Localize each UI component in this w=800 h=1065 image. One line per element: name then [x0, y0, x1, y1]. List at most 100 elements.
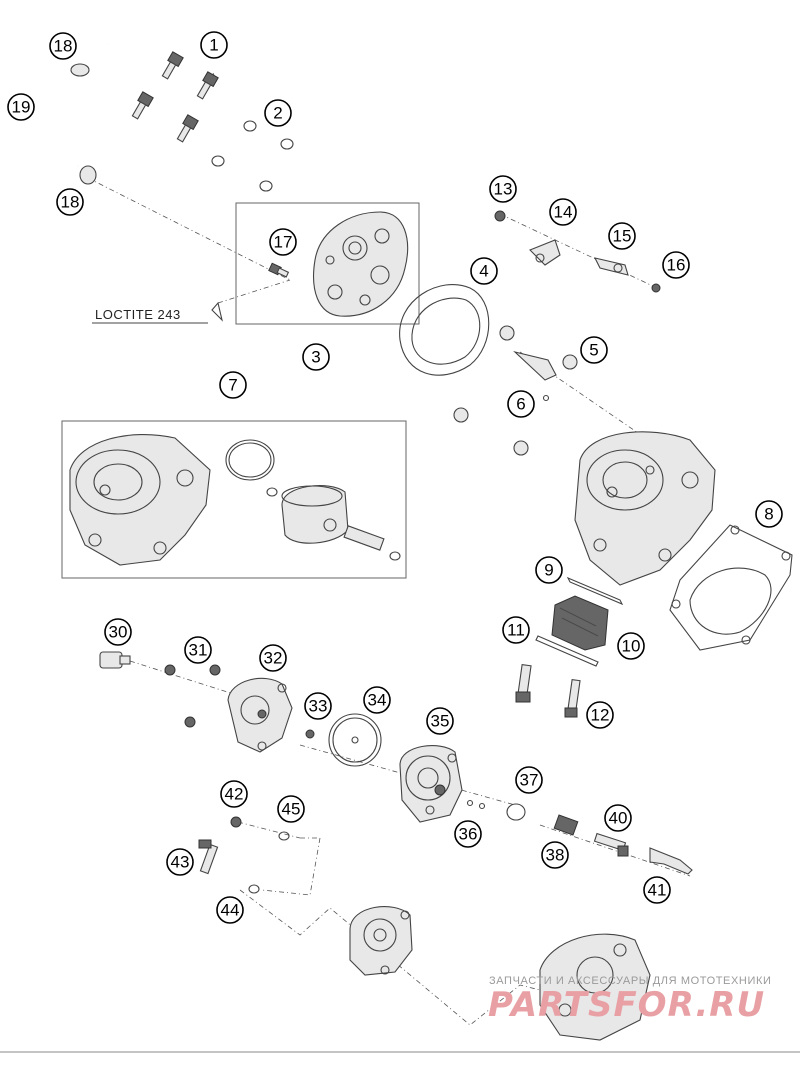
nut-31b — [209, 664, 221, 676]
watermark-logo: PARTSFOR.RU — [488, 985, 765, 1025]
callout-43: 43 — [166, 848, 194, 876]
piston-7 — [281, 485, 349, 544]
reed-gasket-11 — [535, 635, 599, 667]
engine-case-lower — [539, 933, 651, 1041]
base-gasket-8 — [669, 524, 793, 651]
callout-5: 5 — [580, 336, 608, 364]
loctite-drop-icon — [211, 301, 223, 322]
pin-36a — [466, 799, 474, 807]
cylinder-kit-group-box — [61, 420, 407, 579]
callout-9: 9 — [535, 556, 563, 584]
spring-38 — [553, 814, 579, 836]
callout-13: 13 — [489, 175, 517, 203]
svg-text:43: 43 — [171, 853, 190, 872]
nuts-5 — [453, 325, 578, 456]
callout-2: 2 — [264, 99, 292, 127]
svg-text:10: 10 — [622, 637, 641, 656]
head-gasket-4 — [399, 284, 490, 376]
nut-31c — [184, 716, 196, 728]
callout-1: 1 — [200, 31, 228, 59]
callout-41: 41 — [643, 876, 671, 904]
svg-text:34: 34 — [368, 691, 387, 710]
svg-text:35: 35 — [431, 712, 450, 731]
o-ring-37 — [506, 803, 526, 821]
bolts-1 — [131, 51, 219, 143]
screw-42 — [230, 816, 242, 828]
svg-text:6: 6 — [516, 395, 525, 414]
svg-text:45: 45 — [282, 800, 301, 819]
piston-pin-7 — [343, 525, 385, 551]
callout-36: 36 — [454, 820, 482, 848]
nut-31a — [164, 664, 176, 676]
hose-clamp-18-bottom — [79, 165, 97, 185]
callout-15: 15 — [608, 222, 636, 250]
svg-text:13: 13 — [494, 180, 513, 199]
sensor-17 — [268, 262, 290, 278]
loctite-label: LOCTITE 243 — [95, 307, 181, 322]
callout-14: 14 — [549, 198, 577, 226]
callout-16: 16 — [662, 251, 690, 279]
callout-37: 37 — [515, 766, 543, 794]
screw-13 — [494, 210, 506, 222]
hose-19-inner — [27, 40, 131, 169]
cylinder-kit-7 — [69, 434, 211, 566]
svg-text:41: 41 — [648, 881, 667, 900]
svg-text:18: 18 — [61, 193, 80, 212]
cylinder-head-group-box — [235, 202, 420, 325]
callout-6: 6 — [507, 390, 535, 418]
pump-cover-32 — [227, 677, 293, 753]
svg-text:9: 9 — [544, 561, 553, 580]
svg-text:8: 8 — [764, 505, 773, 524]
svg-text:11: 11 — [507, 621, 525, 640]
callout-18-top: 18 — [49, 32, 77, 60]
svg-text:4: 4 — [479, 262, 488, 281]
callout-40: 40 — [604, 804, 632, 832]
svg-text:44: 44 — [221, 901, 240, 920]
bolt-43 — [198, 839, 219, 875]
svg-text:15: 15 — [613, 227, 632, 246]
washer-45 — [278, 831, 290, 841]
callout-38: 38 — [541, 841, 569, 869]
callout-32: 32 — [259, 644, 287, 672]
reed-block-10 — [551, 595, 609, 651]
callout-45: 45 — [277, 795, 305, 823]
circlip-7b — [389, 551, 401, 561]
svg-text:36: 36 — [459, 825, 478, 844]
svg-text:33: 33 — [309, 697, 328, 716]
callout-10: 10 — [617, 632, 645, 660]
nut-16 — [651, 283, 661, 293]
callout-44: 44 — [216, 896, 244, 924]
svg-text:5: 5 — [589, 341, 598, 360]
svg-text:37: 37 — [520, 771, 539, 790]
watermark-tagline: ЗАПЧАСТИ И АКСЕССУАРЫ ДЛЯ МОТОТЕХНИКИ — [489, 975, 771, 987]
circlip-7 — [266, 487, 278, 497]
svg-text:38: 38 — [546, 846, 565, 865]
svg-text:3: 3 — [311, 348, 320, 367]
washer-44 — [248, 884, 260, 894]
callout-18-bottom: 18 — [56, 188, 84, 216]
svg-text:12: 12 — [591, 706, 610, 725]
callout-3: 3 — [302, 343, 330, 371]
svg-text:18: 18 — [54, 37, 73, 56]
svg-text:30: 30 — [109, 623, 128, 642]
pin-36b — [478, 802, 486, 810]
bolt-30 — [99, 651, 131, 669]
svg-text:32: 32 — [264, 649, 283, 668]
callout-34: 34 — [363, 686, 391, 714]
pin-6 — [542, 394, 550, 402]
callout-17: 17 — [269, 228, 297, 256]
lever-15 — [593, 257, 629, 276]
cylinder-right — [574, 431, 716, 586]
nut-33 — [305, 729, 315, 739]
callout-33: 33 — [304, 692, 332, 720]
callout-30: 30 — [104, 618, 132, 646]
piston-ring-7 — [225, 439, 275, 481]
svg-text:2: 2 — [273, 104, 282, 123]
hose-clamp-18-top — [70, 63, 90, 77]
bolts-12 — [515, 663, 581, 718]
svg-text:19: 19 — [12, 98, 31, 117]
svg-text:40: 40 — [609, 809, 628, 828]
gasket-34 — [328, 713, 382, 767]
callout-4: 4 — [470, 257, 498, 285]
